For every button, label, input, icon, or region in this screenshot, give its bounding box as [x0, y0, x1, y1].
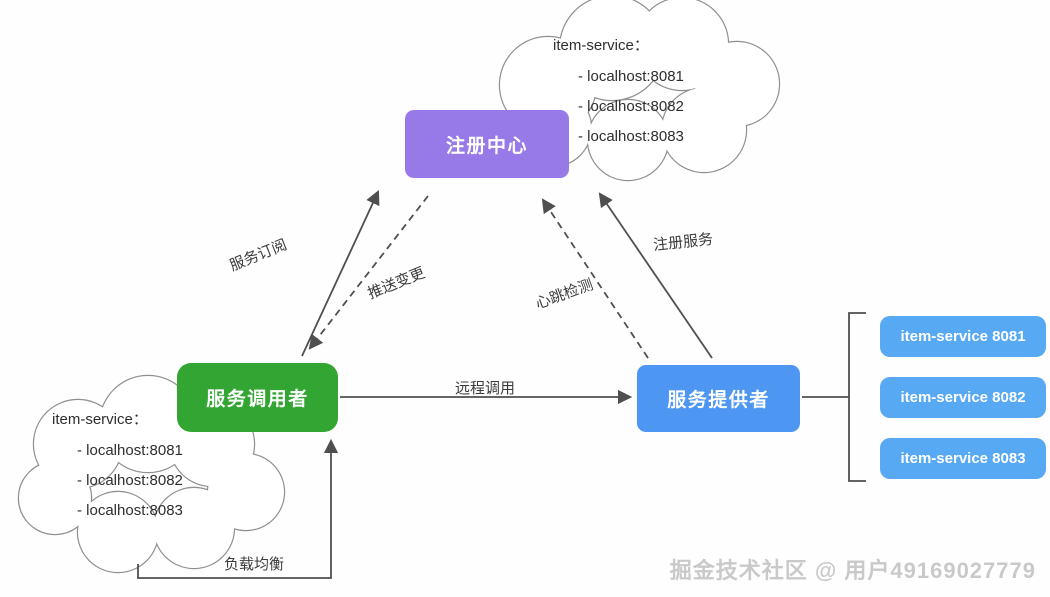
instance-item-8083: item-service 8083: [880, 438, 1046, 479]
instances-bracket: [848, 312, 866, 482]
top-cloud-item: - localhost:8082: [578, 98, 684, 115]
top-cloud-item: - localhost:8081: [578, 68, 684, 85]
instance-item-8081: item-service 8081: [880, 316, 1046, 357]
watermark-text: 掘金技术社区 @ 用户49169027779: [669, 558, 1036, 583]
remote-call-edge-label: 远程调用: [455, 380, 516, 397]
bottom-cloud-title: item-service：: [52, 411, 148, 428]
bottom-cloud-item: - localhost:8082: [77, 472, 183, 489]
bottom-cloud-text: item-service： - localhost:8081 - localho…: [52, 408, 183, 532]
load-balance-arrow: [137, 438, 339, 579]
service-consumer-node: 服务调用者: [177, 363, 338, 432]
subscribe-arrow: [301, 190, 380, 357]
registry-node: 注册中心: [405, 110, 569, 178]
bottom-cloud-item: - localhost:8083: [77, 502, 183, 519]
bottom-cloud-item: - localhost:8081: [77, 442, 183, 459]
load-balance-edge-label: 负载均衡: [224, 556, 285, 573]
push-changes-arrow: [308, 195, 429, 350]
top-cloud-text: item-service： - localhost:8081 - localho…: [553, 34, 684, 158]
instance-item-8082: item-service 8082: [880, 377, 1046, 418]
top-cloud-title: item-service：: [553, 37, 649, 54]
heartbeat-arrow: [541, 198, 649, 359]
register-service-arrow: [598, 192, 713, 359]
connectors-group: [137, 190, 866, 579]
service-provider-node: 服务提供者: [637, 365, 800, 432]
top-cloud-item: - localhost:8083: [578, 128, 684, 145]
